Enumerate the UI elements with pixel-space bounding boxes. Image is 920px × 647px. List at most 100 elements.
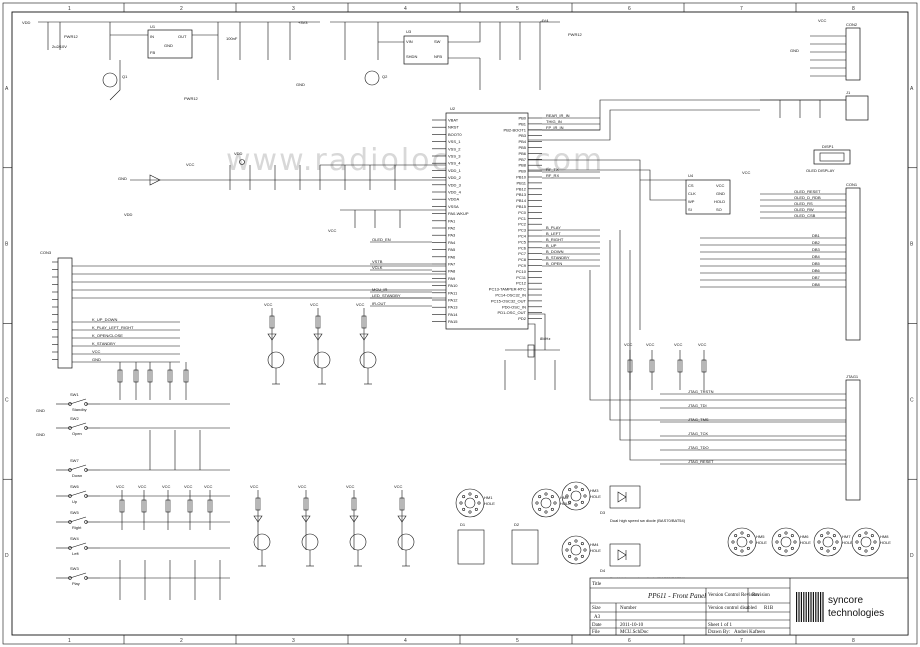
svg-text:VDD: VDD: [234, 151, 243, 156]
vcc-label: VCC: [698, 342, 707, 347]
vcc-label: VCC: [184, 484, 193, 489]
regulator-u1: IN OUT FB GND U1: [147, 24, 193, 59]
svg-text:PWR12: PWR12: [184, 96, 199, 101]
svg-text:IN: IN: [150, 34, 154, 39]
svg-text:2u2/10V: 2u2/10V: [52, 44, 67, 49]
oled-display: DISP1 OLED DISPLAY: [806, 144, 851, 173]
svg-text:D2: D2: [514, 522, 520, 527]
svg-text:syncore: syncore: [828, 595, 863, 606]
mcu-pin-left: PA4: [448, 240, 456, 245]
mcu-pin-right: PC8: [518, 257, 527, 262]
net-label-databus: DB2: [812, 240, 821, 245]
mcu-pin-right: PC7: [518, 251, 527, 256]
svg-text:J1: J1: [846, 90, 851, 95]
grid-column-top: 5: [516, 6, 519, 12]
connector-con1: CON1: [845, 182, 861, 341]
mcu-pin-right: PC14-OSC32_IN: [495, 293, 526, 298]
mcu-pin-right: PC11: [516, 275, 526, 280]
hole-ref: HM5: [756, 534, 765, 539]
mcu-pin-right: PC3: [518, 228, 527, 233]
svg-text:OLED DISPLAY: OLED DISPLAY: [806, 168, 835, 173]
transistor-q1: [102, 72, 118, 88]
mcu-pin-right: PC0: [518, 210, 527, 215]
switch-label: Play: [72, 581, 80, 586]
svg-text:File: File: [592, 630, 601, 635]
mcu-pin-right: PB6: [518, 151, 526, 156]
connector-con3: CON3: [40, 250, 73, 369]
svg-text:VCC: VCC: [328, 228, 337, 233]
gnd-label: GND: [36, 432, 45, 437]
svg-text:SI: SI: [688, 207, 692, 212]
svg-text:GND: GND: [790, 48, 799, 53]
mcu-u2: U2 VBATNRSTBOOT0VSS_1VSS_2VSS_3VSS_4VDD_…: [432, 106, 542, 330]
svg-text:Date: Date: [592, 623, 602, 628]
dual-diode-d3: D3 Dual high speed sw diode (BAS70/BAT54…: [600, 485, 686, 523]
svg-text:Andrei Kafteen: Andrei Kafteen: [734, 630, 765, 635]
svg-text:GND: GND: [118, 176, 127, 181]
svg-text:PWR12: PWR12: [64, 34, 79, 39]
net-label-databus: DB4: [812, 254, 821, 259]
mcu-pin-left: VSS_3: [448, 154, 461, 159]
svg-text:SHDN: SHDN: [406, 54, 417, 59]
grid-row-right: B: [910, 242, 914, 248]
grid-row-left: B: [5, 242, 9, 248]
mcu-pin-left: VDDA: [448, 197, 459, 202]
net-label-right: RF_TX: [546, 167, 559, 172]
mcu-pin-left: PA15: [448, 319, 458, 324]
switch-label: Open: [72, 431, 82, 436]
led-driver-stage: VCC: [394, 484, 415, 567]
net-label-databus: DB8: [812, 282, 821, 287]
grid-column-top: 1: [68, 6, 71, 12]
led-driver-stage: VCC: [298, 484, 319, 567]
mcu-pin-left: PA7: [448, 262, 456, 267]
svg-text:Dual high speed sw diode (BAS7: Dual high speed sw diode (BAS70/BAT54): [610, 518, 686, 523]
mcu-pin-right: PC9: [518, 263, 527, 268]
net-label-oled: OLED_RS: [794, 201, 813, 206]
mcu-pin-left: PA9: [448, 276, 456, 281]
mcu-pin-right: PC2: [518, 222, 527, 227]
hole-ref: HM6: [800, 534, 809, 539]
svg-text:CON1: CON1: [846, 182, 858, 187]
svg-text:CON2: CON2: [846, 22, 858, 27]
mcu-pin-left: VSS_1: [448, 139, 461, 144]
net-label-databus: DB6: [812, 268, 821, 273]
transistor-q2: [364, 70, 380, 86]
led-driver-stage: VCC: [250, 484, 271, 567]
switch-label: Left: [72, 551, 80, 556]
mcu-pin-left: VBAT: [448, 118, 459, 123]
mcu-pin-right: PB7: [518, 157, 526, 162]
grid-column-bottom: 5: [516, 638, 519, 644]
switcher-u3: VIN SW SHDN NFB U3: [403, 29, 449, 65]
vcc-label: VCC: [264, 302, 273, 307]
vcc-label: VCC: [162, 484, 171, 489]
mcu-pin-right: PC15-OSC32_OUT: [491, 298, 527, 303]
company-logo: syncore technologies: [796, 592, 884, 622]
mcu-pin-left: PA5: [448, 247, 456, 252]
svg-text:Revision: Revision: [752, 593, 770, 598]
connector-j1: J1: [845, 90, 869, 121]
net-label-right: FP_IR_IN: [546, 125, 564, 130]
mcu-pin-right: PC6: [518, 245, 527, 250]
svg-text:MCU.SchDoc: MCU.SchDoc: [620, 630, 649, 635]
mcu-pin-left: PA12: [448, 298, 458, 303]
grid-column-bottom: 6: [628, 638, 631, 644]
mcu-pin-right: PD1-OSC_OUT: [498, 310, 527, 315]
mcu-pin-right: PD2: [518, 316, 527, 321]
net-label-oled: OLED_D_RDB: [794, 195, 821, 200]
hole-ref: HM8: [880, 534, 889, 539]
net-label-databus: DB1: [812, 233, 821, 238]
svg-text:GND: GND: [716, 191, 725, 196]
switch-ref: SW7: [70, 458, 79, 463]
mcu-pin-left: VDD_4: [448, 190, 462, 195]
net-label-con3: K_UP_DOWN: [92, 317, 117, 322]
gnd-label: GND: [36, 408, 45, 413]
svg-text:PP611 - Front Panel: PP611 - Front Panel: [647, 592, 706, 600]
svg-text:FB: FB: [150, 50, 155, 55]
